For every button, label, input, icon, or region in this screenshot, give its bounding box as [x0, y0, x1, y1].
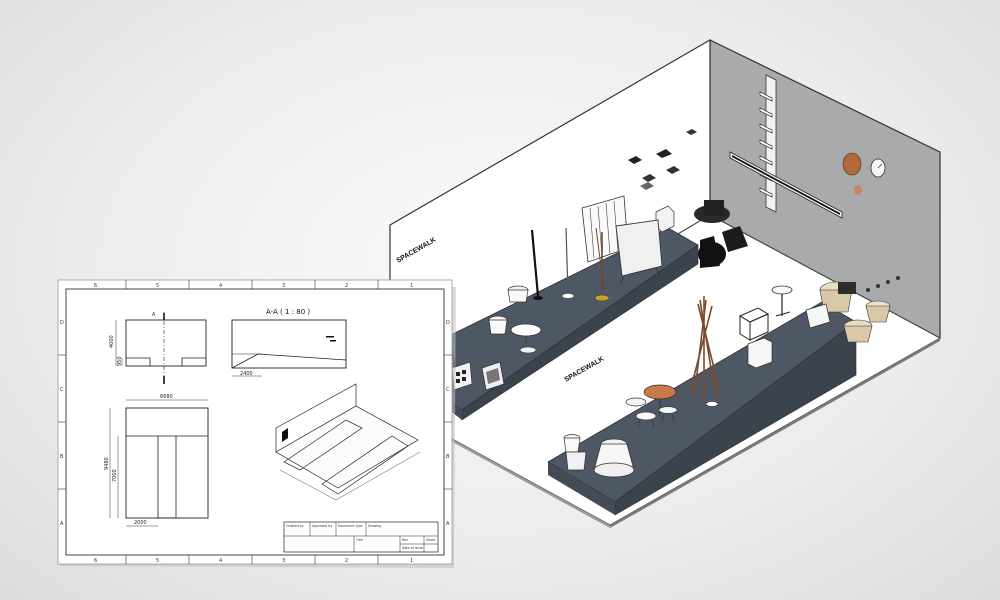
sheet-row-labels-left: D C B A — [60, 320, 64, 527]
floor-right-edge — [610, 338, 940, 528]
col-top-1: 1 — [410, 283, 413, 289]
row-left-c: C — [60, 387, 64, 393]
col-top-6: 6 — [94, 283, 97, 289]
title-block-drawing: Drawing — [368, 524, 381, 528]
title-block-date: Date of issue — [402, 546, 423, 550]
section-view: A-A ( 1 : 80 ) 2400 — [231, 308, 347, 377]
wall-clocks — [842, 152, 886, 195]
wall-hooks — [866, 276, 900, 292]
col-bottom-2: 2 — [345, 558, 348, 564]
front-elevation-view: A 4000 950 — [109, 312, 207, 384]
sheet-isometric-view — [275, 383, 421, 501]
row-right-c: C — [446, 387, 450, 393]
title-block-approved-by: Approved by — [312, 524, 332, 528]
col-top-4: 4 — [219, 283, 222, 289]
col-top-5: 5 — [156, 283, 159, 289]
section-step-dim: 2400 — [240, 371, 253, 377]
lower-platform-items — [563, 281, 891, 478]
title-block-created-by: Created by — [286, 524, 304, 528]
col-top-3: 3 — [282, 283, 285, 289]
row-right-d: D — [446, 320, 450, 326]
sheet-grid-ticks — [58, 280, 452, 564]
title-block-title: Title — [355, 538, 363, 542]
title-block: Created by Approved by Document type Dra… — [283, 521, 439, 553]
section-title: A-A ( 1 : 80 ) — [266, 308, 310, 316]
section-marker-label: A — [152, 312, 156, 318]
lower-platform-front — [548, 462, 615, 515]
plan-view: 6680 9480 7000 2000 — [104, 394, 209, 527]
col-bottom-1: 1 — [410, 558, 413, 564]
vertical-shelf-column — [759, 74, 777, 213]
col-bottom-3: 3 — [282, 558, 285, 564]
front-step-dim: 950 — [117, 356, 123, 366]
row-right-a: A — [446, 521, 450, 527]
col-top-2: 2 — [345, 283, 348, 289]
row-left-a: A — [60, 521, 64, 527]
row-left-b: B — [60, 454, 64, 460]
light-bars — [729, 151, 843, 219]
sheet-column-labels-bottom: 6 5 4 3 2 1 — [94, 558, 413, 564]
wall-shelves — [628, 129, 697, 190]
plan-bottom-dim: 2000 — [134, 520, 147, 526]
title-block-sheet: Sheet — [426, 538, 436, 542]
col-bottom-4: 4 — [219, 558, 222, 564]
title-block-rev: Rev. — [402, 538, 409, 542]
plan-height-dim: 9480 — [104, 457, 110, 470]
col-bottom-6: 6 — [94, 558, 97, 564]
sheet-column-labels-top: 6 5 4 3 2 1 — [94, 283, 413, 289]
row-left-d: D — [60, 320, 64, 326]
technical-drawing-sheet: 6 5 4 3 2 1 6 5 4 3 2 1 D C B A D C B A — [57, 279, 456, 568]
col-bottom-5: 5 — [156, 558, 159, 564]
room-model: SPACEWALK SPACEWALK — [388, 38, 942, 528]
plan-inner-dim: 7000 — [112, 469, 118, 482]
sheet-row-labels-right: D C B A — [446, 320, 450, 527]
plan-width-dim: 6680 — [160, 394, 173, 400]
sheet-paper — [57, 279, 453, 565]
row-right-b: B — [446, 454, 450, 460]
front-height-dim: 4000 — [109, 335, 115, 348]
title-block-document-type: Document type — [338, 524, 363, 528]
